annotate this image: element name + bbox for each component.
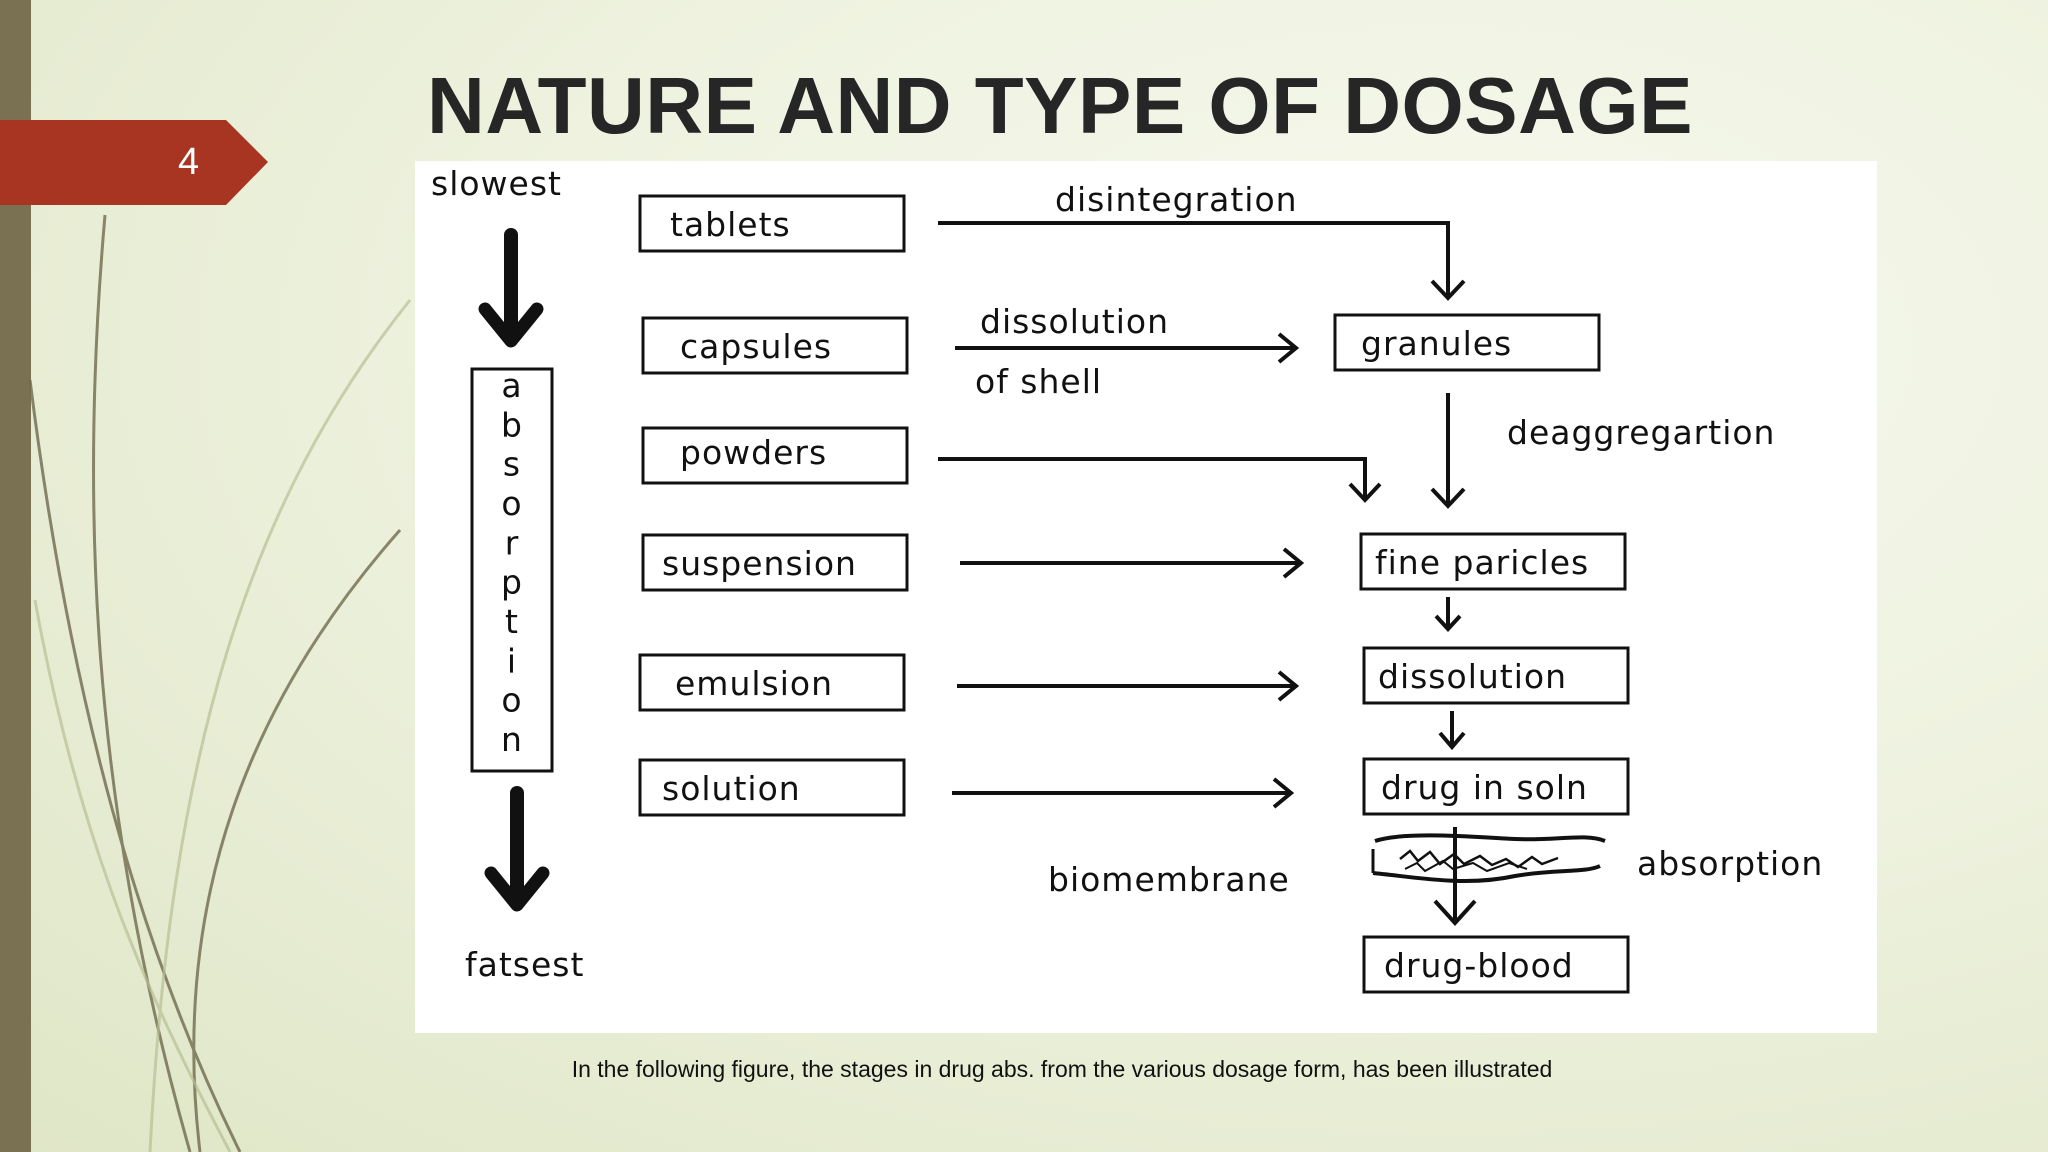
label-deaggregation: deaggregartion [1507,413,1775,452]
absorption-letter: i [507,641,517,680]
arrow-emulsion-to-fine-particles [957,670,1300,702]
absorption-box [470,367,554,773]
absorption-letter: n [501,720,523,759]
absorption-letter: t [505,602,519,641]
label-disintegration: disintegration [1055,180,1298,219]
arrow-capsules-to-granules [955,332,1300,364]
dosage-flow-diagram: slowest fatsest absorption tablets capsu… [431,164,1823,994]
decorative-leaves [28,214,412,1152]
absorption-letter: o [501,484,522,523]
label-granules: granules [1361,324,1512,363]
figure-caption: In the following figure, the stages in d… [571,1056,1553,1082]
label-fastest: fatsest [465,945,584,984]
absorption-letter: p [501,563,523,602]
biomembrane-sketch [1371,827,1606,926]
arrow-granules-to-fine-particles [1430,393,1466,509]
box-drug-blood [1362,935,1630,994]
thick-arrow-top [478,228,544,348]
arrow-powders-to-fine-particles [938,457,1382,503]
label-drug-blood: drug-blood [1384,946,1574,985]
arrow-tablets-to-granules [938,221,1466,301]
box-fine-particles [1359,532,1627,591]
absorption-letter: a [501,366,522,405]
arrow-fine-particles-to-dissolution [1434,597,1462,632]
absorption-letter: s [503,445,521,484]
slide-title: NATURE AND TYPE OF DOSAGE [427,61,1693,150]
box-solution [638,758,906,817]
box-emulsion [638,653,906,712]
arrow-suspension-to-fine-particles [960,547,1305,579]
label-slowest: slowest [431,164,562,203]
label-solution: solution [662,769,801,808]
slide-number: 4 [178,141,200,183]
label-tablets: tablets [670,205,791,244]
box-suspension [641,533,909,592]
label-dissolution-of-shell-1: dissolution [980,302,1169,341]
label-capsules: capsules [680,327,832,366]
box-tablets [638,194,906,253]
box-drug-in-soln [1362,757,1630,816]
absorption-letter: b [501,405,523,444]
absorption-letter: r [505,523,520,562]
absorption-vertical-label: absorption [501,366,523,759]
box-granules [1333,313,1601,372]
label-absorption: absorption [1637,844,1823,883]
label-biomembrane: biomembrane [1048,860,1290,899]
box-powders [641,426,909,485]
label-dissolution: dissolution [1378,657,1567,696]
thick-arrow-bottom [484,786,550,912]
box-capsules [641,316,909,375]
arrow-dissolution-to-drug-in-soln [1438,711,1466,751]
label-drug-in-soln: drug in soln [1381,768,1588,807]
absorption-letter: o [501,681,522,720]
label-fine-particles: fine paricles [1375,543,1589,582]
slide-number-tab [0,120,268,205]
arrow-solution-to-drug-in-soln [952,777,1295,809]
label-powders: powders [680,433,827,472]
label-suspension: suspension [662,544,857,583]
label-emulsion: emulsion [675,664,833,703]
label-dissolution-of-shell-2: of shell [975,362,1102,401]
box-dissolution [1362,646,1630,705]
